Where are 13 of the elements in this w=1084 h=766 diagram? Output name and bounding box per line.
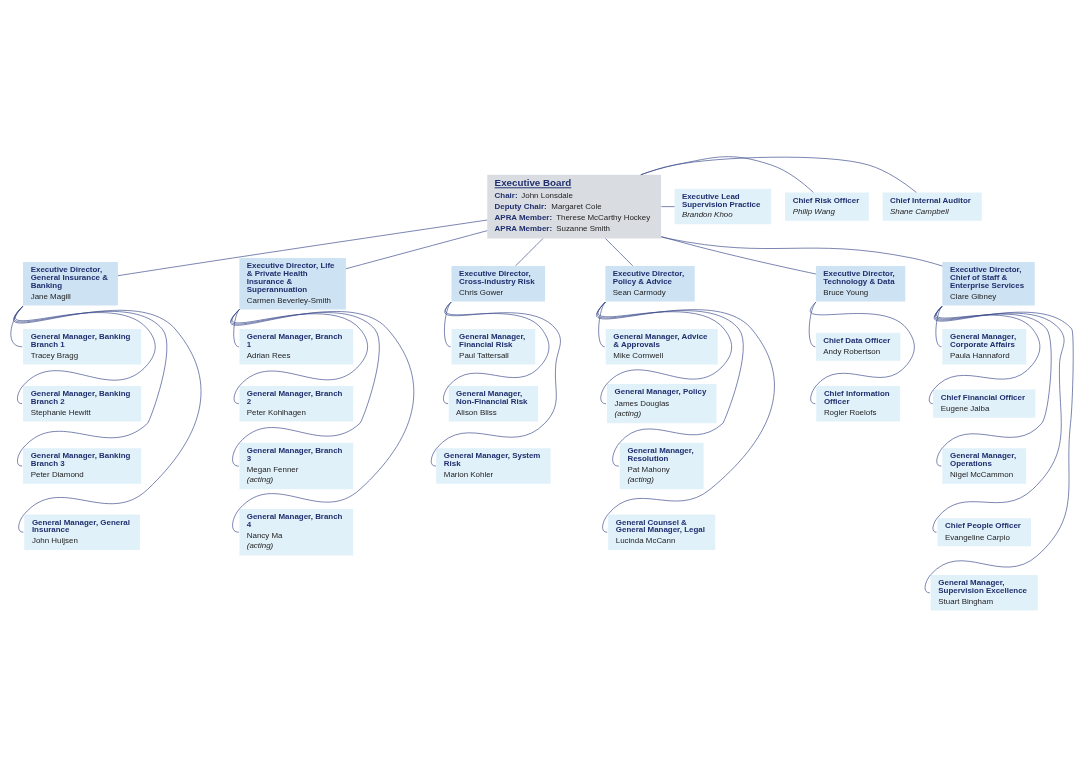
connector <box>117 219 488 276</box>
connector <box>660 236 943 266</box>
connector <box>233 308 240 347</box>
connector <box>810 301 915 404</box>
connector <box>640 156 917 193</box>
connector <box>661 205 675 207</box>
connector <box>808 301 817 347</box>
connector <box>230 308 414 533</box>
connector <box>231 308 380 466</box>
connector <box>345 229 488 269</box>
connector <box>605 237 634 266</box>
connector <box>13 305 202 533</box>
connector <box>661 235 817 274</box>
